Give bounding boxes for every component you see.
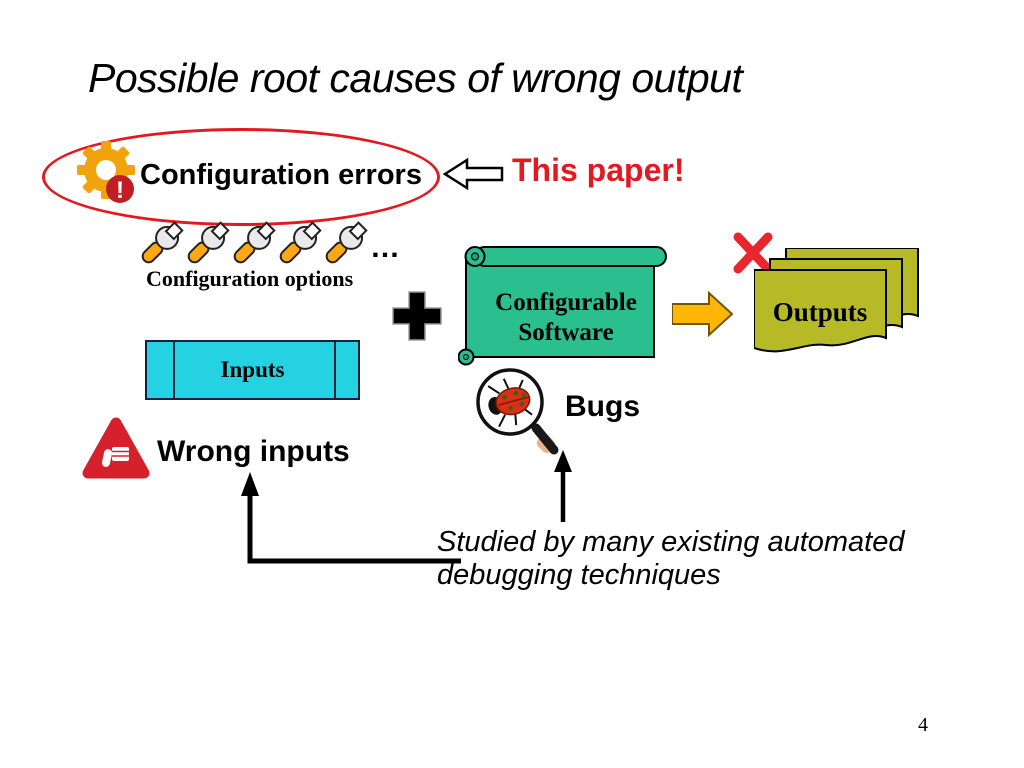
- red-x-icon: [733, 232, 773, 274]
- right-block-arrow-icon: [672, 291, 734, 337]
- bugs-label: Bugs: [565, 390, 640, 423]
- wrench-icon: [325, 221, 368, 264]
- scroll-shape: [458, 246, 667, 366]
- wrong-inputs-label: Wrong inputs: [157, 435, 350, 468]
- arrow-to-bugs: [554, 450, 572, 522]
- inputs-box-left-line: [173, 342, 175, 398]
- configuration-errors-label: Configuration errors: [140, 159, 422, 191]
- page-title: Possible root causes of wrong output: [88, 55, 743, 101]
- configuration-options-label: Configuration options: [146, 266, 354, 291]
- wrench-icon: [141, 221, 184, 264]
- page-number: 4: [918, 714, 928, 736]
- wrench-icon: [233, 221, 276, 264]
- left-block-arrow-icon: [443, 157, 504, 191]
- gear-error-icon: !: [77, 141, 135, 204]
- outputs-label: Outputs: [772, 297, 868, 327]
- inputs-box-right-line: [334, 342, 336, 398]
- outputs-stack-icon: [754, 248, 919, 353]
- wrench-icon: [187, 221, 230, 264]
- inputs-label: Inputs: [220, 357, 285, 382]
- ellipsis-label: …: [370, 231, 402, 264]
- magnifier-bug-icon: [476, 368, 559, 455]
- inputs-box: Inputs: [145, 340, 360, 400]
- configurable-software-label: Configurable Software: [495, 289, 637, 346]
- plus-icon: [392, 291, 442, 341]
- highlight-ellipse: [42, 128, 440, 226]
- wrench-icon: [279, 221, 322, 264]
- this-paper-label: This paper!: [512, 152, 685, 188]
- arrow-to-wrong-inputs: [241, 472, 461, 564]
- error-badge-icon: !: [106, 175, 134, 204]
- note-label: Studied by many existing automated debug…: [437, 526, 905, 591]
- svg-text:!: !: [116, 177, 124, 204]
- warning-thumbs-down-icon: [82, 417, 150, 479]
